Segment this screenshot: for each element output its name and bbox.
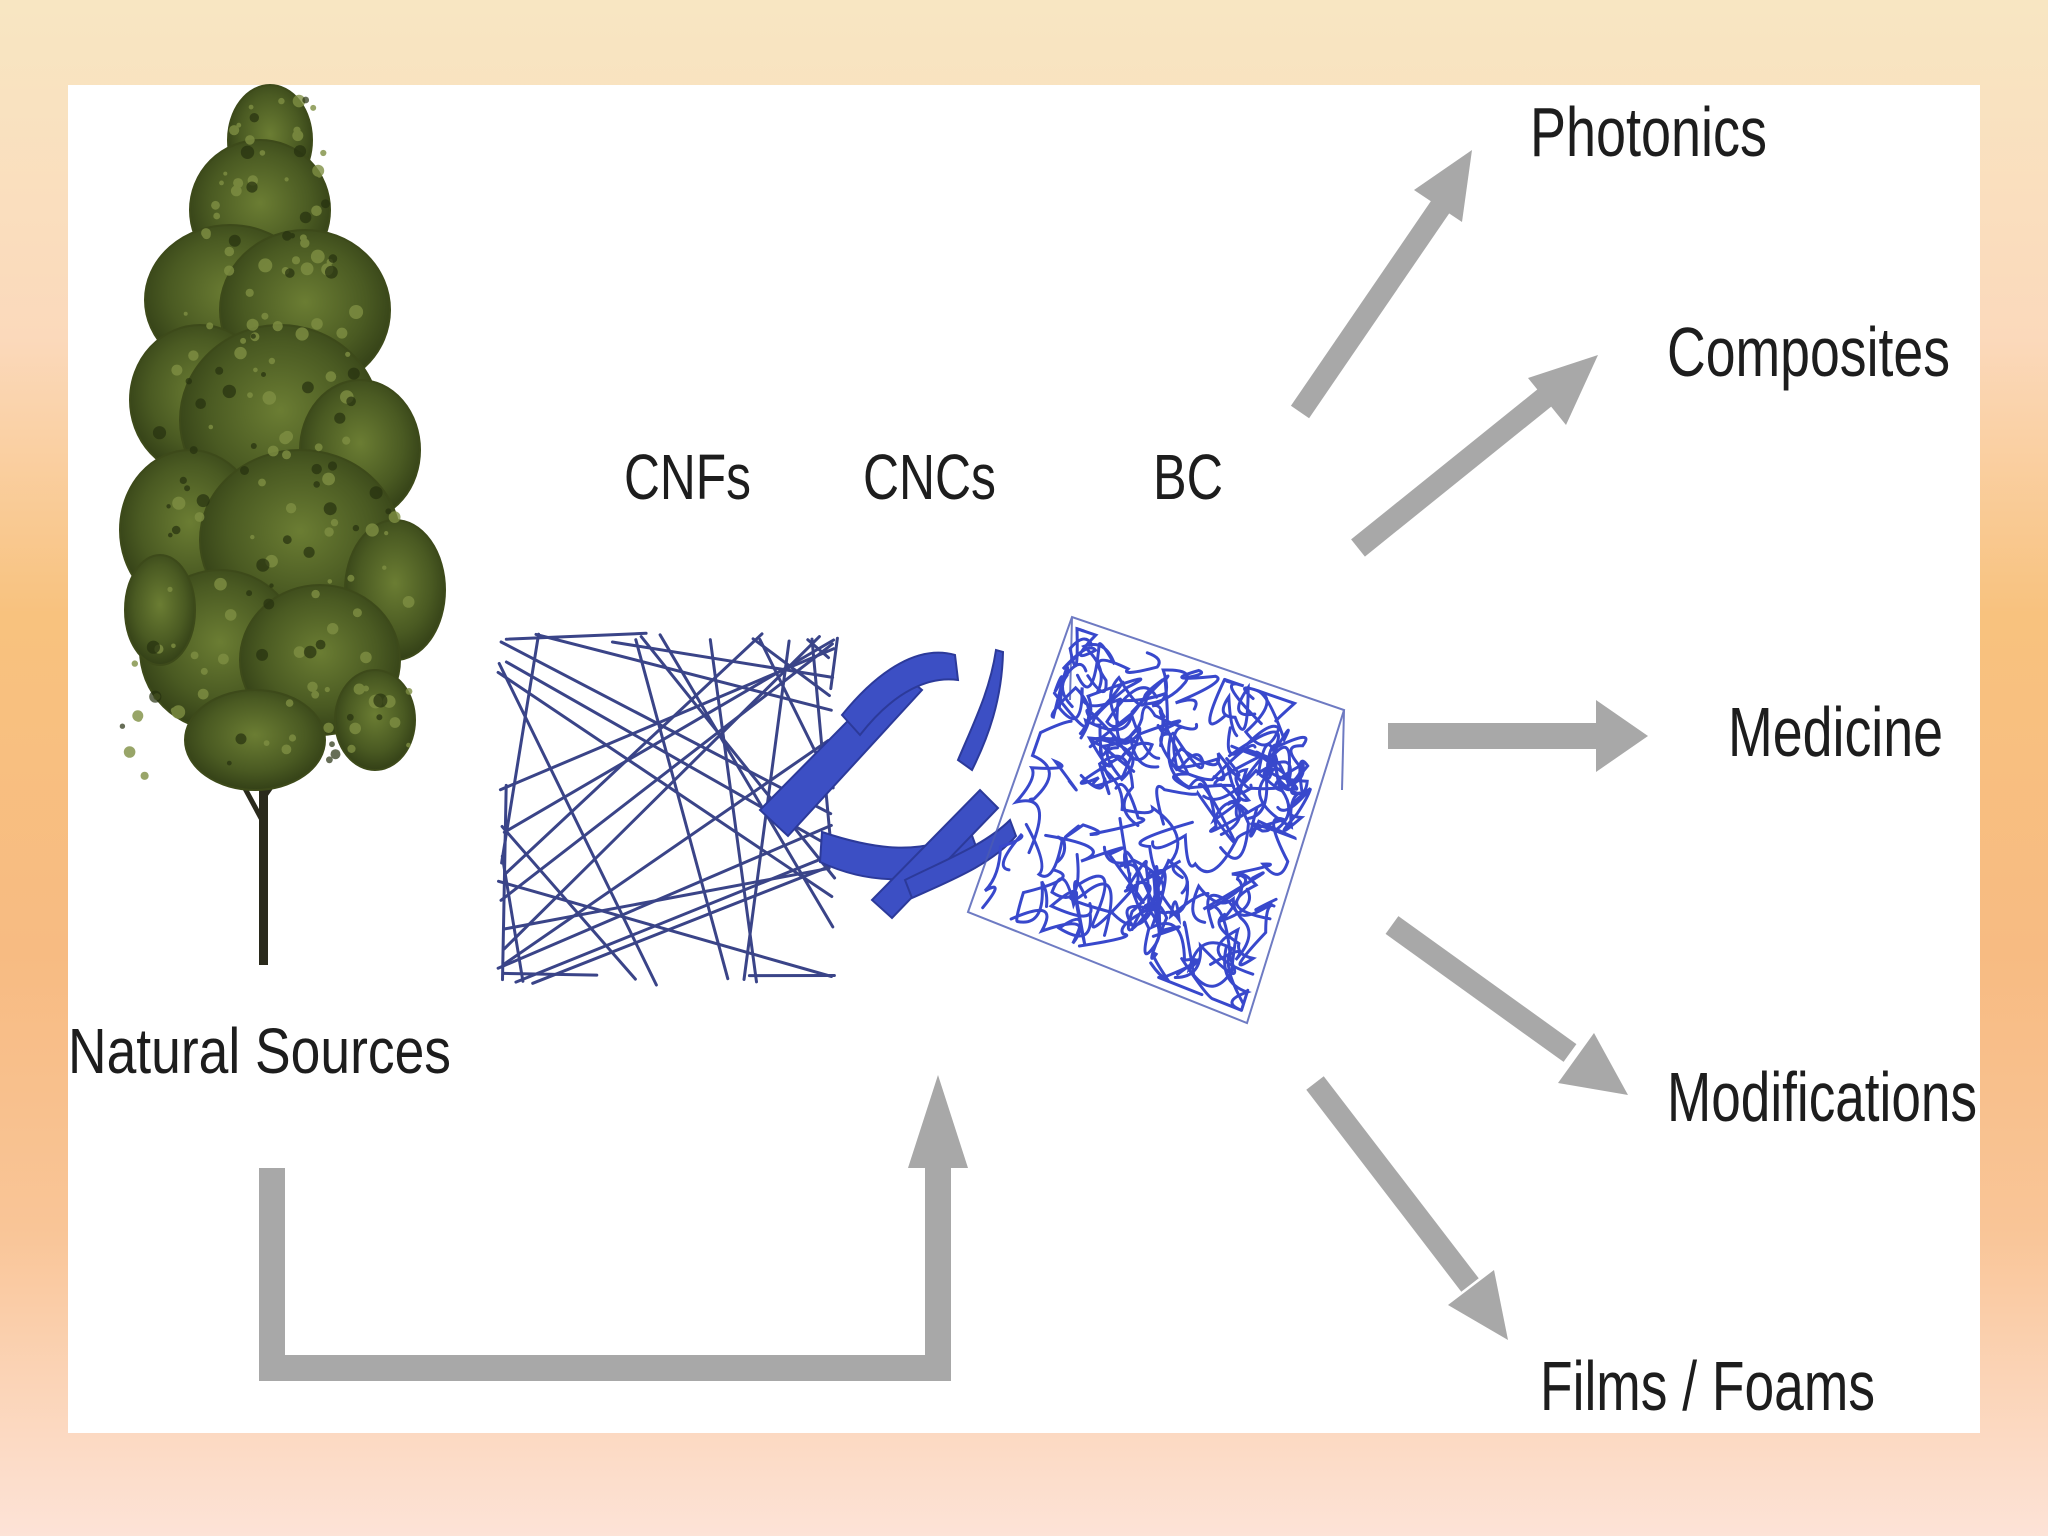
cnc-crystals-icon [758, 648, 1018, 920]
cnfs-label: CNFs [624, 441, 751, 513]
tree-icon [119, 84, 446, 965]
application-label-modifications: Modifications [1667, 1058, 1977, 1136]
bc-label: BC [1153, 441, 1223, 513]
arrow-to-photonics [1290, 150, 1472, 419]
application-label-composites: Composites [1667, 313, 1950, 391]
application-label-films-foams: Films / Foams [1540, 1347, 1875, 1425]
cnf-network-icon [496, 631, 839, 987]
natural-sources-label: Natural Sources [68, 1015, 451, 1087]
application-arrows [1290, 150, 1648, 1340]
arrow-to-modifications [1385, 916, 1628, 1095]
arrow-to-composites [1351, 355, 1598, 557]
arrow-to-medicine [1388, 700, 1648, 772]
bc-network-icon [966, 615, 1346, 1025]
cncs-label: CNCs [863, 441, 996, 513]
application-label-photonics: Photonics [1530, 93, 1767, 171]
application-label-medicine: Medicine [1728, 693, 1943, 771]
source-to-nanocellulose-arrow [259, 1075, 968, 1381]
arrow-to-films-foams [1306, 1076, 1508, 1340]
